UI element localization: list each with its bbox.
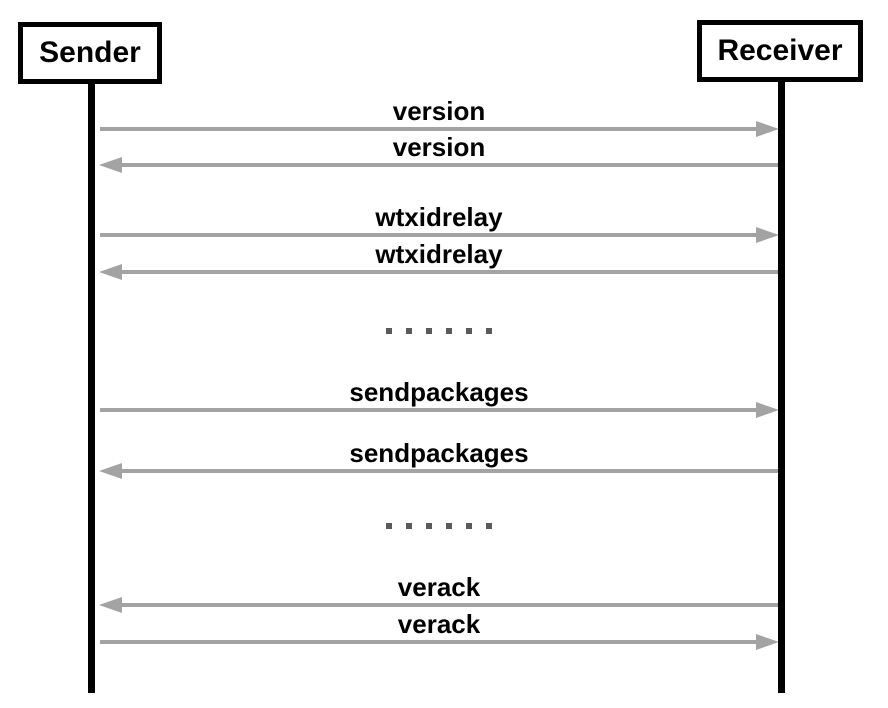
message-line (100, 233, 758, 237)
arrowhead-left-icon (99, 463, 122, 479)
ellipsis-dot (386, 523, 392, 529)
ellipsis-dot (426, 328, 432, 334)
ellipsis-dot (446, 328, 452, 334)
ellipsis-dot (486, 523, 492, 529)
sender-lifeline (88, 83, 95, 693)
ellipsis-dot (446, 523, 452, 529)
receiver-label: Receiver (717, 34, 843, 67)
arrowhead-left-icon (99, 157, 122, 173)
message-label: wtxidrelay (375, 239, 503, 269)
sender-actor-box: Sender (18, 22, 162, 84)
message-line (120, 163, 778, 167)
ellipsis-dot (406, 328, 412, 334)
message-line (100, 408, 758, 412)
arrowhead-right-icon (756, 121, 779, 137)
ellipsis-dot (386, 328, 392, 334)
ellipsis-row (100, 523, 778, 529)
arrowhead-left-icon (99, 597, 122, 613)
ellipsis-row (100, 328, 778, 334)
message-label: sendpackages (349, 377, 529, 407)
message-label: version (392, 96, 486, 126)
ellipsis-dot (466, 328, 472, 334)
receiver-lifeline (778, 81, 785, 693)
message-line (100, 640, 758, 644)
message-line (100, 127, 758, 131)
message-line (120, 270, 778, 274)
arrowhead-left-icon (99, 264, 122, 280)
ellipsis-dot (406, 523, 412, 529)
sender-label: Sender (39, 36, 141, 69)
arrowhead-right-icon (756, 227, 779, 243)
message-label: version (392, 132, 486, 162)
arrowhead-right-icon (756, 402, 779, 418)
arrowhead-right-icon (756, 634, 779, 650)
ellipsis-dot (466, 523, 472, 529)
message-line (120, 469, 778, 473)
ellipsis-dot (486, 328, 492, 334)
message-label: sendpackages (349, 438, 529, 468)
message-label: wtxidrelay (375, 202, 503, 232)
message-line (120, 603, 778, 607)
message-label: verack (397, 572, 481, 602)
ellipsis-dot (426, 523, 432, 529)
message-label: verack (397, 609, 481, 639)
receiver-actor-box: Receiver (697, 20, 863, 82)
